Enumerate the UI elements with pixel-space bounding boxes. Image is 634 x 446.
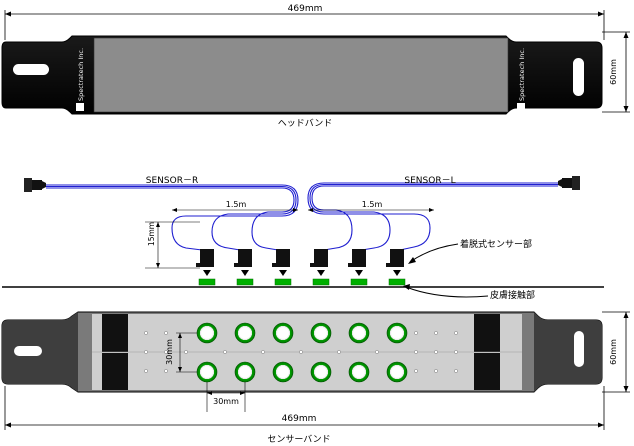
sensor-unit xyxy=(196,249,216,286)
left-connector xyxy=(24,178,46,192)
sensor-height-label: 15mm xyxy=(147,222,156,246)
horizontal-pitch-label: 30mm xyxy=(213,397,239,406)
right-strap-slot xyxy=(573,58,584,96)
band-right-slot xyxy=(574,331,584,367)
headband-width-label: 469mm xyxy=(288,4,323,14)
skin-callout: 皮膚接触部 xyxy=(490,289,535,301)
svg-text:Spectratech Inc.: Spectratech Inc. xyxy=(77,48,85,101)
sensor-unit xyxy=(348,249,368,286)
right-logo: Spectratech Inc. xyxy=(517,48,526,111)
band-width-label: 469mm xyxy=(282,414,317,424)
sensor-ring-row-bottom xyxy=(196,361,408,383)
sensor-cables: SENSOR－R SENSOR－L 1.5m 1.5m 15mm xyxy=(24,176,580,269)
svg-text:Spectratech Inc.: Spectratech Inc. xyxy=(518,48,526,101)
right-connector xyxy=(558,176,580,190)
sensor-unit xyxy=(234,249,254,286)
sensor-band: 30mm 30mm 469mm 60mm センサーバンド xyxy=(1,311,630,445)
sensor-ring-row-top xyxy=(196,322,408,344)
detachable-sensors: 着脱式センサー部 皮膚接触部 xyxy=(2,238,604,301)
sensor-r-label: SENSOR－R xyxy=(146,176,198,186)
band-height-label: 60mm xyxy=(609,339,618,365)
headband: 469mm Spectratech Inc. Spectratech Inc. … xyxy=(1,4,630,129)
left-logo: Spectratech Inc. xyxy=(76,48,85,111)
sensor-l-label: SENSOR－L xyxy=(404,176,455,186)
band-caption: センサーバンド xyxy=(267,434,330,445)
left-strap-slot xyxy=(13,64,49,75)
sensor-unit xyxy=(386,249,406,286)
perforations xyxy=(144,331,458,373)
band-left-slot xyxy=(14,346,42,356)
headband-fabric xyxy=(93,37,509,113)
sensor-unit xyxy=(272,249,292,286)
headband-caption: ヘッドバンド xyxy=(278,118,332,129)
cable-r-length: 1.5m xyxy=(226,200,247,209)
sensor-unit xyxy=(310,249,330,286)
cable-l-length: 1.5m xyxy=(362,200,383,209)
vertical-pitch-label: 30mm xyxy=(165,339,174,365)
headband-height-label: 60mm xyxy=(609,59,618,85)
cable-bundle-r xyxy=(46,184,299,251)
sensor-callout: 着脱式センサー部 xyxy=(460,238,532,250)
